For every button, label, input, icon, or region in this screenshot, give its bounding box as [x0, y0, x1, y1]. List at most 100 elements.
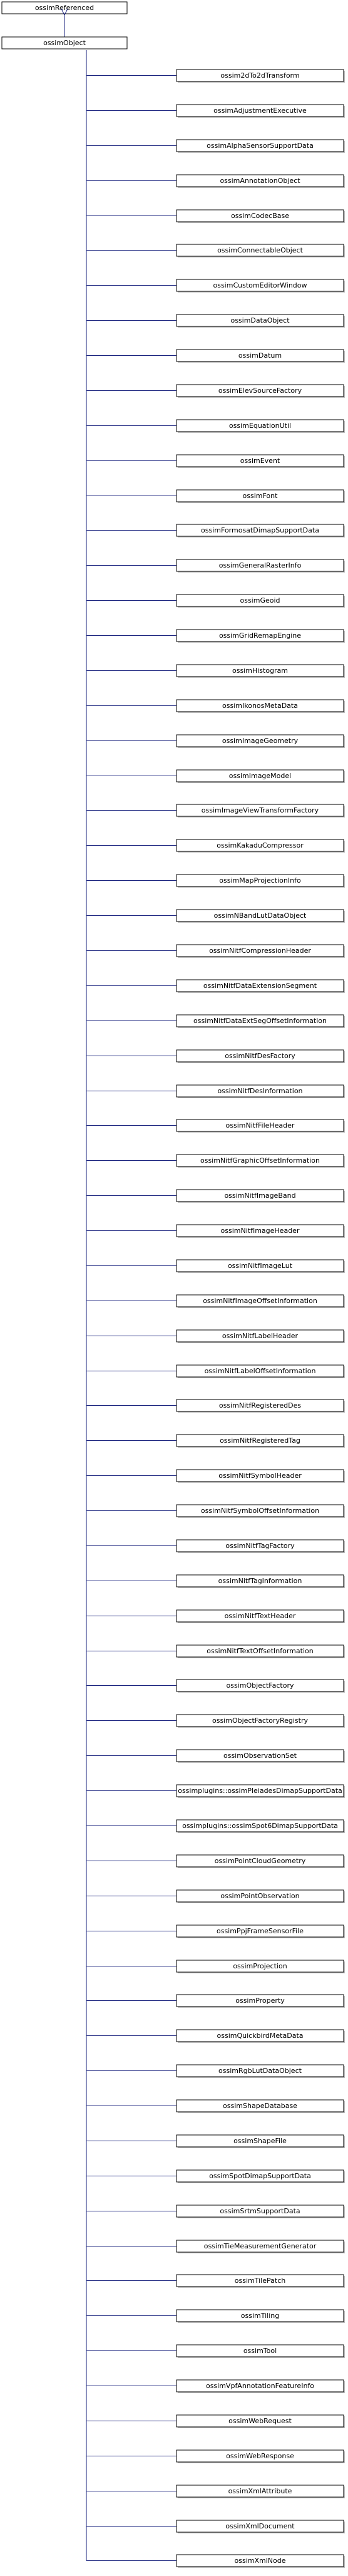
node-ossim2dto2dtransform-label: ossim2dTo2dTransform [220, 71, 299, 80]
node-ossimplugins-ossimspot6dimapsupportdata[interactable]: ossimplugins::ossimSpot6DimapSupportData [86, 1819, 345, 1833]
node-ossimnitfdesfactory[interactable]: ossimNitfDesFactory [86, 1049, 345, 1063]
node-ossimequationutil[interactable]: ossimEquationUtil [86, 419, 345, 433]
node-ossimimagegeometry[interactable]: ossimImageGeometry [86, 734, 345, 748]
node-ossimimagemodel-label: ossimImageModel [229, 772, 291, 780]
node-ossimmapprojectioninfo[interactable]: ossimMapProjectionInfo [86, 874, 345, 888]
node-ossimshapefile[interactable]: ossimShapeFile [86, 2134, 345, 2148]
node-ossimxmlnode[interactable]: ossimXmlNode [86, 2554, 345, 2568]
node-ossimgridremapengine[interactable]: ossimGridRemapEngine [86, 629, 345, 643]
node-ossimpointcloudgeometry[interactable]: ossimPointCloudGeometry [86, 1854, 345, 1868]
node-ossimnitftextoffsetinformation[interactable]: ossimNitfTextOffsetInformation [86, 1644, 345, 1658]
node-ossimnitffileheader-box [176, 1119, 344, 1132]
node-ossimnitfcompressionheader[interactable]: ossimNitfCompressionHeader [86, 944, 345, 958]
node-ossimnitfregistereddes[interactable]: ossimNitfRegisteredDes [86, 1399, 345, 1413]
node-ossimformosatdimapsupportdata[interactable]: ossimFormosatDimapSupportData [86, 524, 345, 538]
node-ossimxmlattribute[interactable]: ossimXmlAttribute [86, 2485, 345, 2498]
node-ossimikonosmetadata[interactable]: ossimIkonosMetaData [86, 699, 345, 713]
node-ossimequationutil-box [176, 419, 344, 432]
node-ossim2dto2dtransform[interactable]: ossim2dTo2dTransform [86, 69, 345, 83]
node-ossimnitfgraphicoffsetinformation[interactable]: ossimNitfGraphicOffsetInformation [86, 1154, 345, 1168]
node-ossimspotdimapsupportdata-label: ossimSpotDimapSupportData [209, 2172, 311, 2180]
node-ossimrgblutdataobject[interactable]: ossimRgbLutDataObject [86, 2064, 345, 2078]
node-ossimxmldocument[interactable]: ossimXmlDocument [86, 2520, 345, 2533]
node-ossimquickbirdmetadata-label: ossimQuickbirdMetaData [217, 2032, 304, 2040]
node-ossimproperty[interactable]: ossimProperty [86, 1994, 345, 2008]
node-ossimnitfsymboloffsetinformation-label: ossimNitfSymbolOffsetInformation [201, 1507, 319, 1515]
node-ossimcodecbase[interactable]: ossimCodecBase [86, 209, 345, 223]
node-ossimpointobservation[interactable]: ossimPointObservation [86, 1889, 345, 1903]
node-ossimobservationset[interactable]: ossimObservationSet [86, 1749, 345, 1763]
node-ossimcodecbase-box [176, 209, 344, 222]
node-ossimnitfimagelut[interactable]: ossimNitfImageLut [86, 1259, 345, 1273]
node-ossimprojection[interactable]: ossimProjection [86, 1960, 345, 1973]
node-ossimtool[interactable]: ossimTool [86, 2344, 345, 2358]
node-ossim-referenced[interactable]: ossimReferenced [1, 1, 128, 14]
node-ossimadjustmentexecutive[interactable]: ossimAdjustmentExecutive [86, 104, 345, 118]
node-ossimnitfregisteredtag-box [176, 1434, 344, 1447]
node-ossimwebresponse[interactable]: ossimWebResponse [86, 2449, 345, 2463]
node-ossimnitftaginformation[interactable]: ossimNitfTagInformation [86, 1574, 345, 1588]
node-ossimobjectfactory[interactable]: ossimObjectFactory [86, 1679, 345, 1693]
node-ossimnitftagfactory[interactable]: ossimNitfTagFactory [86, 1539, 345, 1553]
node-ossimnitfsymboloffsetinformation[interactable]: ossimNitfSymbolOffsetInformation [86, 1504, 345, 1518]
node-ossimnitffileheader[interactable]: ossimNitfFileHeader [86, 1119, 345, 1133]
node-ossimdataobject[interactable]: ossimDataObject [86, 314, 345, 328]
node-ossimtiemeasurementgenerator[interactable]: ossimTieMeasurementGenerator [86, 2240, 345, 2253]
node-ossimppjframesensorfile[interactable]: ossimPpjFrameSensorFile [86, 1924, 345, 1938]
node-ossimnitfdataextensionsegment[interactable]: ossimNitfDataExtensionSegment [86, 979, 345, 993]
node-ossimnitfdesfactory-box [176, 1049, 344, 1062]
node-ossimtool-box [176, 2344, 344, 2357]
node-ossimspotdimapsupportdata[interactable]: ossimSpotDimapSupportData [86, 2169, 345, 2183]
node-ossimkakaducompressor[interactable]: ossimKakaduCompressor [86, 839, 345, 853]
node-ossimnitftextheader-label: ossimNitfTextHeader [225, 1612, 296, 1620]
node-ossimnitfimageband[interactable]: ossimNitfImageBand [86, 1189, 345, 1203]
node-ossimvpfannotationfeatureinfo[interactable]: ossimVpfAnnotationFeatureInfo [86, 2379, 345, 2393]
node-ossimnitflabeloffsetinformation[interactable]: ossimNitfLabelOffsetInformation [86, 1364, 345, 1378]
node-ossimshapedatabase[interactable]: ossimShapeDatabase [86, 2099, 345, 2113]
node-ossimplugins-ossimpleiadesdimapsupportdata[interactable]: ossimplugins::ossimPleiadesDimapSupportD… [86, 1784, 345, 1798]
node-ossimobjectfactoryregistry[interactable]: ossimObjectFactoryRegistry [86, 1714, 345, 1728]
node-ossimxmlattribute-label: ossimXmlAttribute [228, 2487, 292, 2495]
node-ossimconnectableobject[interactable]: ossimConnectableObject [86, 244, 345, 257]
node-ossimnitftextheader[interactable]: ossimNitfTextHeader [86, 1609, 345, 1623]
node-ossimgeneralrasterinfo[interactable]: ossimGeneralRasterInfo [86, 559, 345, 573]
node-ossimimagemodel[interactable]: ossimImageModel [86, 769, 345, 783]
node-ossim-object[interactable]: ossimObject [1, 36, 128, 49]
node-ossimnitfregisteredtag[interactable]: ossimNitfRegisteredTag [86, 1434, 345, 1448]
node-ossimnitftaginformation-label: ossimNitfTagInformation [218, 1577, 302, 1585]
node-ossimnitfsymbolheader[interactable]: ossimNitfSymbolHeader [86, 1469, 345, 1483]
node-ossimnitfdesinformation[interactable]: ossimNitfDesInformation [86, 1084, 345, 1098]
node-ossimwebrequest[interactable]: ossimWebRequest [86, 2414, 345, 2428]
node-ossimnitflabeloffsetinformation-label: ossimNitfLabelOffsetInformation [205, 1367, 316, 1375]
node-ossimpointcloudgeometry-label: ossimPointCloudGeometry [215, 1857, 306, 1865]
node-ossimtiling[interactable]: ossimTiling [86, 2309, 345, 2323]
node-ossimnitffileheader-label: ossimNitfFileHeader [226, 1121, 295, 1130]
node-ossimnitfimageheader[interactable]: ossimNitfImageHeader [86, 1224, 345, 1238]
node-ossimnitfimageoffsetinformation[interactable]: ossimNitfImageOffsetInformation [86, 1294, 345, 1308]
node-ossimnitfdataextsegoffsetinformation[interactable]: ossimNitfDataExtSegOffsetInformation [86, 1014, 345, 1028]
node-ossimannotationobject[interactable]: ossimAnnotationObject [86, 174, 345, 188]
node-ossimhistogram[interactable]: ossimHistogram [86, 664, 345, 678]
node-ossimtilepatch-box [176, 2274, 344, 2287]
node-ossimnbandlutdataobject[interactable]: ossimNBandLutDataObject [86, 909, 345, 923]
node-ossimnitfdataextensionsegment-label: ossimNitfDataExtensionSegment [203, 982, 317, 990]
node-ossimsrtmsupportdata[interactable]: ossimSrtmSupportData [86, 2205, 345, 2218]
node-ossimquickbirdmetadata[interactable]: ossimQuickbirdMetaData [86, 2029, 345, 2043]
node-ossimdatum[interactable]: ossimDatum [86, 349, 345, 363]
node-ossimtiemeasurementgenerator-box [176, 2240, 344, 2253]
node-ossimproperty-label: ossimProperty [235, 1997, 285, 2005]
node-ossimxmlattribute-box [176, 2485, 344, 2498]
node-ossimevent[interactable]: ossimEvent [86, 454, 345, 468]
node-ossimtilepatch[interactable]: ossimTilePatch [86, 2274, 345, 2288]
node-ossimppjframesensorfile-box [176, 1924, 344, 1938]
node-ossimprojection-box [176, 1960, 344, 1973]
node-ossimnitflabelheader[interactable]: ossimNitfLabelHeader [86, 1329, 345, 1343]
node-ossimelevsourcefactory[interactable]: ossimElevSourceFactory [86, 384, 345, 398]
node-ossimalphasensorsupportdata[interactable]: ossimAlphaSensorSupportData [86, 139, 345, 153]
node-ossimcustomeditorwindow[interactable]: ossimCustomEditorWindow [86, 279, 345, 293]
node-ossimfont[interactable]: ossimFont [86, 489, 345, 503]
node-ossimimageviewtransformfactory[interactable]: ossimImageViewTransformFactory [86, 804, 345, 818]
node-ossimgeneralrasterinfo-box [176, 559, 344, 572]
node-ossimgeoid[interactable]: ossimGeoid [86, 594, 345, 608]
node-ossimvpfannotationfeatureinfo-label: ossimVpfAnnotationFeatureInfo [206, 2382, 314, 2390]
